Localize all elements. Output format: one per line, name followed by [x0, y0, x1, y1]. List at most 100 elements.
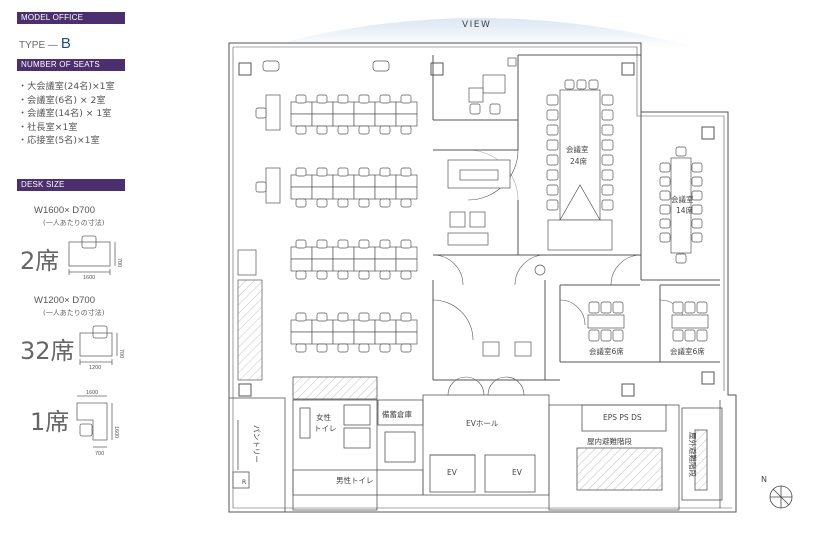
chair — [601, 124, 614, 136]
desk1-note: (一人あたりの寸法) — [43, 219, 105, 227]
column — [238, 383, 252, 397]
desk — [353, 101, 376, 115]
chair — [379, 94, 391, 104]
chair — [684, 301, 696, 314]
chair — [358, 94, 370, 104]
chair — [358, 125, 370, 135]
chair — [546, 94, 559, 106]
desk-clusters — [290, 94, 418, 353]
desk — [290, 331, 313, 345]
desk — [374, 174, 397, 188]
desk — [311, 174, 334, 188]
chair — [612, 301, 624, 314]
type-label: TYPE —B — [19, 35, 71, 52]
storage-label: 備蓄倉庫 — [382, 409, 412, 419]
desk — [395, 113, 418, 127]
desk — [374, 113, 397, 127]
chair — [316, 198, 328, 208]
chair — [601, 139, 614, 151]
desk — [395, 174, 418, 188]
chair — [358, 270, 370, 280]
desk — [311, 113, 334, 127]
seats-header: NUMBER OF SEATS — [17, 59, 125, 71]
chair — [672, 301, 684, 314]
chair — [337, 239, 349, 249]
women-wc-label: 女性 — [316, 412, 331, 422]
chair — [601, 109, 614, 121]
chair — [295, 343, 307, 353]
desk — [332, 186, 355, 200]
chair — [295, 312, 307, 322]
model-office-header: MODEL OFFICE — [17, 12, 125, 24]
chair — [358, 239, 370, 249]
chair — [379, 125, 391, 135]
chair — [295, 270, 307, 280]
view-arc — [262, 18, 700, 48]
chair — [295, 239, 307, 249]
chair — [379, 239, 391, 249]
chair — [400, 239, 412, 249]
pantry-label: パントリー — [252, 425, 261, 463]
seats-item: ・大会議室(24名)×1室 — [18, 81, 115, 92]
column — [238, 62, 252, 76]
men-wc-label: 男性トイレ — [336, 475, 374, 485]
chair — [316, 270, 328, 280]
ev1-label: EV — [447, 468, 458, 477]
desk1-count: 2席 — [20, 247, 60, 275]
desk — [290, 101, 313, 115]
chair — [379, 167, 391, 177]
desk3-count: 1席 — [30, 408, 70, 436]
chair — [379, 198, 391, 208]
chair — [659, 204, 671, 215]
chair — [316, 125, 328, 135]
desk — [290, 258, 313, 272]
desk2-note: (一人あたりの寸法) — [43, 309, 105, 317]
desk — [311, 331, 334, 345]
large-conf-seats: 24席 — [570, 156, 588, 166]
desk — [395, 258, 418, 272]
chair — [400, 270, 412, 280]
president-office — [468, 57, 517, 115]
chair — [684, 329, 696, 342]
desk — [374, 186, 397, 200]
chair — [400, 125, 412, 135]
desk — [374, 246, 397, 260]
desk — [395, 331, 418, 345]
chair — [337, 167, 349, 177]
large-conference-room — [547, 89, 613, 251]
large-conf-label: 会議室 — [566, 144, 589, 154]
desk — [353, 186, 376, 200]
desk — [395, 319, 418, 333]
chair — [358, 343, 370, 353]
chair — [612, 329, 624, 342]
desk-size-header: DESK SIZE — [17, 179, 125, 191]
chair — [691, 218, 703, 229]
chair — [316, 343, 328, 353]
chair — [337, 125, 349, 135]
chair — [546, 124, 559, 136]
chair — [295, 167, 307, 177]
desk — [332, 174, 355, 188]
conf14-room — [670, 157, 692, 254]
chair — [316, 167, 328, 177]
column — [621, 383, 635, 397]
chair — [400, 94, 412, 104]
desk — [311, 319, 334, 333]
chair — [337, 198, 349, 208]
desk — [332, 319, 355, 333]
desk — [332, 101, 355, 115]
chair — [337, 343, 349, 353]
chair — [659, 218, 671, 229]
type-value: B — [60, 35, 71, 52]
conf14-label: 会議室 — [671, 194, 694, 204]
column — [701, 126, 715, 140]
desk — [332, 258, 355, 272]
ev2-label: EV — [512, 468, 523, 477]
view-label: VIEW — [462, 20, 491, 30]
outer-stairs-label: 屋外避難階段 — [688, 432, 698, 477]
chair — [601, 184, 614, 196]
chair — [696, 301, 708, 314]
column — [701, 371, 715, 385]
chair — [696, 329, 708, 342]
